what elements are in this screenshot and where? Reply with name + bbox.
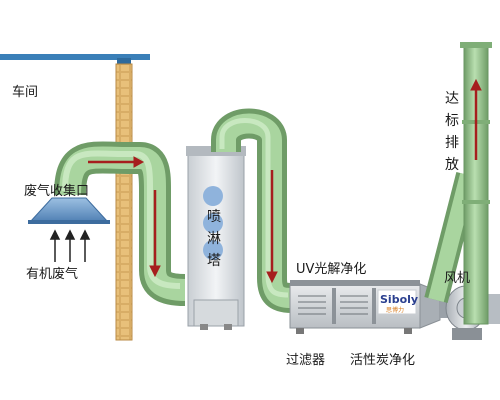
exhaust-hood bbox=[28, 197, 110, 223]
uv-label: UV光解净化 bbox=[296, 262, 367, 277]
spray-tower bbox=[186, 146, 246, 330]
spray-tower-label: 喷淋塔 bbox=[207, 209, 221, 269]
brand-subtitle: 思博力 bbox=[386, 307, 405, 314]
fan-label: 风机 bbox=[444, 271, 471, 286]
flow-arrows bbox=[88, 78, 482, 284]
beam-bracket bbox=[117, 58, 131, 66]
gas-inflow-arrows bbox=[49, 229, 91, 262]
organic-gas-label: 有机废气 bbox=[26, 267, 79, 282]
brand-logo: Siboly bbox=[380, 293, 419, 306]
purification-unit bbox=[289, 280, 441, 334]
ceiling-beam bbox=[0, 54, 150, 60]
emission-label: 达标排放 bbox=[445, 91, 459, 173]
carbon-label: 活性炭净化 bbox=[350, 353, 416, 368]
hood-label: 废气收集口 bbox=[24, 184, 90, 199]
filter-label: 过滤器 bbox=[286, 353, 326, 368]
workshop-wall bbox=[115, 63, 133, 341]
workshop-label: 车间 bbox=[12, 85, 39, 100]
